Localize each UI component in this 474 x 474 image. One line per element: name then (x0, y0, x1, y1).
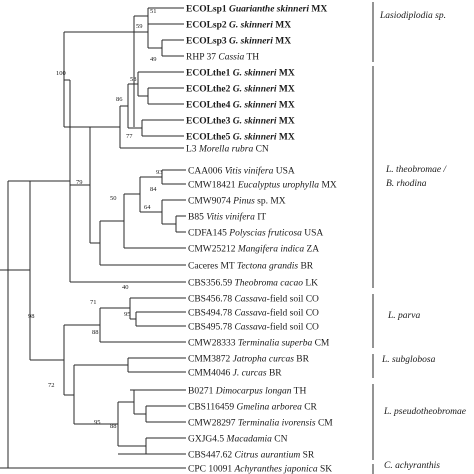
taxon-label: ECOLthe3 G. skinneri MX (186, 117, 295, 127)
clade-label: L. pseudotheobromae (383, 407, 466, 417)
taxon-label: CMM3872 Jatropha curcas BR (188, 355, 310, 365)
bootstrap-value: 51 (150, 8, 157, 15)
bootstrap-value: 50 (110, 195, 117, 202)
clade-label: L. parva (387, 311, 420, 321)
clade-label: B. rhodina (386, 179, 427, 189)
taxon-label: ECOLthe4 G. skinneri MX (186, 101, 295, 111)
taxon-label: ECOLsp3 G. skinneri MX (186, 37, 291, 47)
taxon-label: GXJG4.5 Macadamia CN (188, 435, 288, 445)
taxon-label: B0271 Dimocarpus longan TH (188, 387, 306, 397)
taxon-label: CBS447.62 Citrus aurantium SR (188, 451, 315, 461)
bootstrap-value: 71 (90, 299, 97, 306)
taxon-label: CDFA145 Polyscias fruticosa USA (188, 228, 323, 239)
taxon-label: CMM4046 J. curcas BR (188, 369, 282, 379)
bootstrap-value: 77 (126, 133, 133, 140)
taxon-label: ECOLsp1 Guarianthe skinneri MX (186, 5, 327, 15)
clade-label: C. achyranthis (384, 461, 440, 471)
taxon-label: CBS494.78 Cassava-field soil CO (188, 308, 319, 319)
bootstrap-value: 84 (150, 186, 157, 193)
taxon-label: CMW9074 Pinus sp. MX (188, 197, 286, 207)
bootstrap-value: 86 (116, 96, 123, 103)
bootstrap-value: 64 (144, 204, 151, 211)
taxon-label: B85 Vitis vinifera IT (188, 212, 266, 223)
taxon-label: CAA006 Vitis vinifera USA (188, 166, 295, 177)
taxon-label: CMW25212 Mangifera indica ZA (188, 244, 319, 255)
bootstrap-value: 88 (110, 423, 117, 430)
taxon-label: ECOLthe1 G. skinneri MX (186, 69, 295, 79)
taxon-label: CBS495.78 Cassava-field soil CO (188, 322, 319, 333)
taxon-label: CBS356.59 Theobroma cacao LK (188, 279, 318, 289)
taxon-label: Caceres MT Tectona grandis BR (188, 262, 314, 272)
taxon-label: ECOLthe2 G. skinneri MX (186, 85, 295, 95)
clade-label: Lasiodiplodia sp. (379, 11, 446, 21)
bootstrap-value: 49 (150, 56, 157, 63)
taxon-label: CMW28333 Terminalia superba CM (188, 339, 330, 349)
bootstrap-value: 98 (28, 313, 35, 320)
taxon-label: CBS456.78 Cassava-field soil CO (188, 294, 319, 305)
taxon-label: CMW18421 Eucalyptus urophylla MX (188, 181, 337, 191)
taxon-label: RHP 37 Cassia TH (186, 53, 259, 63)
bootstrap-value: 95 (94, 419, 101, 426)
bootstrap-value: 59 (136, 23, 143, 30)
taxon-label: CBS116459 Gmelina arborea CR (188, 403, 318, 413)
taxon-label: CMW28297 Terminalia ivorensis CM (188, 419, 333, 429)
bootstrap-value: 100 (56, 70, 66, 77)
bootstrap-value: 58 (130, 76, 137, 83)
taxon-label: L3 Morella rubra CN (186, 145, 269, 155)
bootstrap-value: 40 (122, 284, 129, 291)
bootstrap-value: 88 (92, 329, 99, 336)
taxon-label: ECOLthe5 G. skinneri MX (186, 133, 295, 143)
bootstrap-value: 95 (124, 311, 131, 318)
bootstrap-value: 93 (156, 169, 163, 176)
clade-label: L. theobromae / (385, 165, 447, 175)
bootstrap-value: 72 (48, 382, 55, 389)
taxon-label: ECOLsp2 G. skinneri MX (186, 21, 291, 31)
taxon-label: CPC 10091 Achyranthes japonica SK (188, 465, 332, 474)
clade-label: L. subglobosa (381, 355, 436, 365)
bootstrap-value: 79 (76, 179, 83, 186)
